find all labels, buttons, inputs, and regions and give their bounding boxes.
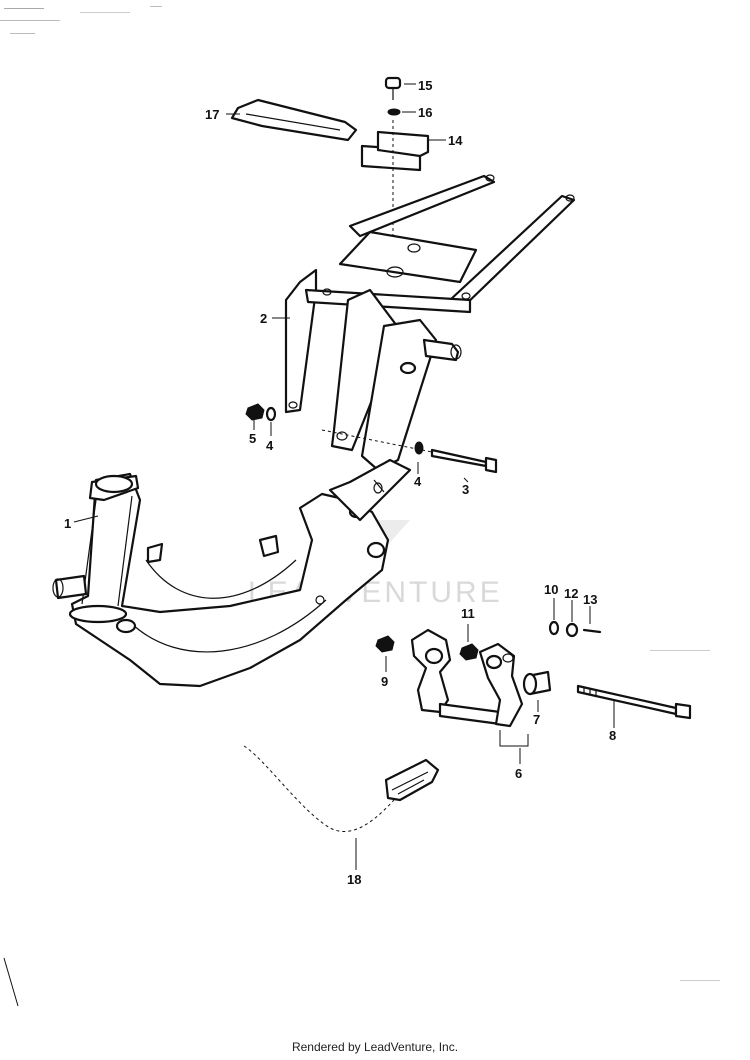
callout-2: 2 — [260, 311, 267, 326]
part-17-pad — [230, 98, 358, 142]
part-16-washer — [387, 108, 401, 116]
callout-3: 3 — [462, 482, 469, 497]
callouts: 15 16 14 17 2 1 5 4 4 3 9 11 10 12 13 7 … — [64, 78, 616, 887]
part-9-nut — [375, 635, 395, 653]
callout-1: 1 — [64, 516, 71, 531]
part-15-bolt — [384, 76, 402, 100]
part-6-bracket — [410, 628, 529, 747]
part-7-bush — [522, 670, 552, 696]
part-11-nut — [459, 643, 479, 661]
part-18-guard — [243, 745, 440, 832]
footer-credit: Rendered by LeadVenture, Inc. — [291, 1040, 459, 1054]
callout-4-right: 4 — [414, 474, 422, 489]
callout-5: 5 — [249, 431, 256, 446]
callout-13: 13 — [583, 592, 597, 607]
part-12-nut — [565, 622, 579, 638]
callout-15: 15 — [418, 78, 432, 93]
part-3-bolt — [321, 429, 498, 474]
part-4-washer-left — [265, 406, 277, 422]
callout-9: 9 — [381, 674, 388, 689]
callout-7: 7 — [533, 712, 540, 727]
scan-artifact — [3, 957, 19, 1007]
part-1-main-frame — [52, 458, 412, 688]
callout-11: 11 — [461, 606, 475, 621]
callout-6: 6 — [515, 766, 522, 781]
scan-noise — [0, 6, 720, 981]
part-5-nut — [245, 403, 265, 421]
part-2-rear-frame — [284, 174, 576, 472]
callout-8: 8 — [609, 728, 616, 743]
callout-17: 17 — [205, 107, 219, 122]
callout-4-left: 4 — [266, 438, 274, 453]
part-10-washer — [548, 620, 560, 636]
part-4-washer-right — [414, 441, 424, 455]
callout-12: 12 — [564, 586, 578, 601]
callout-10: 10 — [544, 582, 558, 597]
callout-16: 16 — [418, 105, 432, 120]
leader-lines — [73, 83, 615, 870]
callout-18: 18 — [347, 872, 361, 887]
part-8-bolt — [576, 684, 692, 720]
part-13-pin — [582, 628, 602, 634]
callout-14: 14 — [448, 133, 463, 148]
